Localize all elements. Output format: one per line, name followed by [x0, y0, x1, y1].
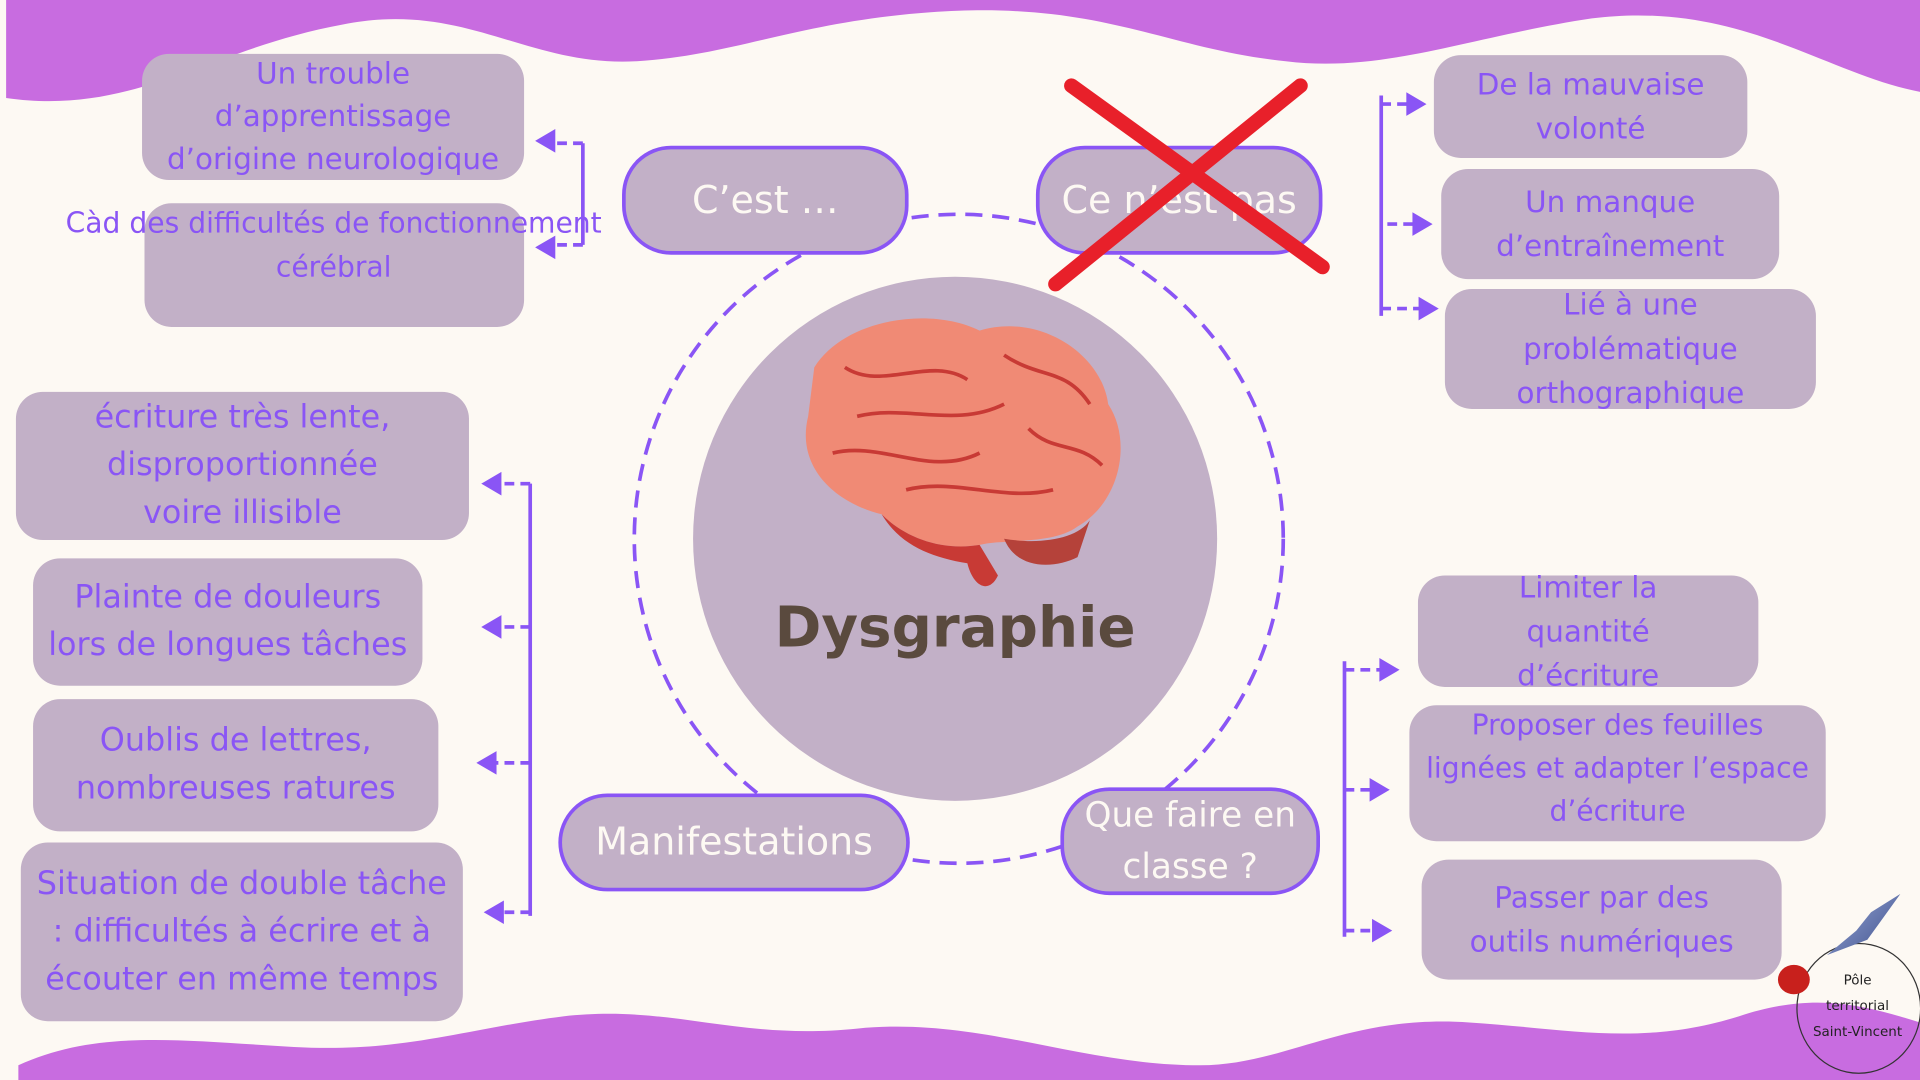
cest-item-text: Càd des difficultés de fonctionnement cé… — [65, 208, 602, 285]
ce-nest-pas-item: Lié à une problématique orthographique — [1444, 288, 1816, 410]
node-que-faire[interactable]: Que faire en classe ? — [1060, 787, 1321, 896]
logo-line: Saint-Vincent — [1812, 1023, 1903, 1040]
cest-item — [144, 203, 525, 327]
que-faire-item: Passer par des outils numériques — [1421, 859, 1782, 980]
manifestation-item: écriture très lente, disproportionnée vo… — [15, 391, 469, 541]
title: Dysgraphie — [774, 593, 1136, 661]
ce-nest-pas-item: De la mauvaise volonté — [1433, 55, 1748, 158]
manifestation-item: Plainte de douleurs lors de longues tâch… — [33, 558, 423, 686]
node-manifestations[interactable]: Manifestations — [558, 793, 910, 892]
bottom-wave — [18, 1002, 1920, 1080]
top-wave — [6, 0, 1920, 102]
dashed-ring — [632, 212, 1286, 866]
cest-item: Un trouble d’apprentissage d’origine neu… — [142, 53, 525, 181]
logo: Pôle territorial Saint-Vincent — [1777, 893, 1920, 1078]
logo-text: Pôle territorial Saint-Vincent — [1802, 967, 1912, 1044]
manifestation-item: Situation de double tâche : difficultés … — [20, 842, 463, 1022]
manifestation-item: Oublis de lettres, nombreuses ratures — [33, 699, 439, 832]
connector-arrows — [476, 92, 1439, 943]
logo-circle — [1796, 942, 1920, 1074]
logo-line: Pôle — [1843, 972, 1872, 989]
logo-line: territorial — [1826, 997, 1890, 1014]
poppy-icon — [1777, 964, 1810, 995]
node-cest[interactable]: C’est … — [622, 145, 909, 255]
que-faire-item: Limiter la quantité d’écriture — [1417, 570, 1759, 692]
que-faire-item: Proposer des feuilles lignées et adapter… — [1409, 705, 1826, 842]
brain-icon — [805, 318, 1121, 587]
ce-nest-pas-item: Un manque d’entraînement — [1441, 168, 1780, 280]
node-ce-nest-pas[interactable]: Ce n’est pas — [1035, 145, 1323, 255]
